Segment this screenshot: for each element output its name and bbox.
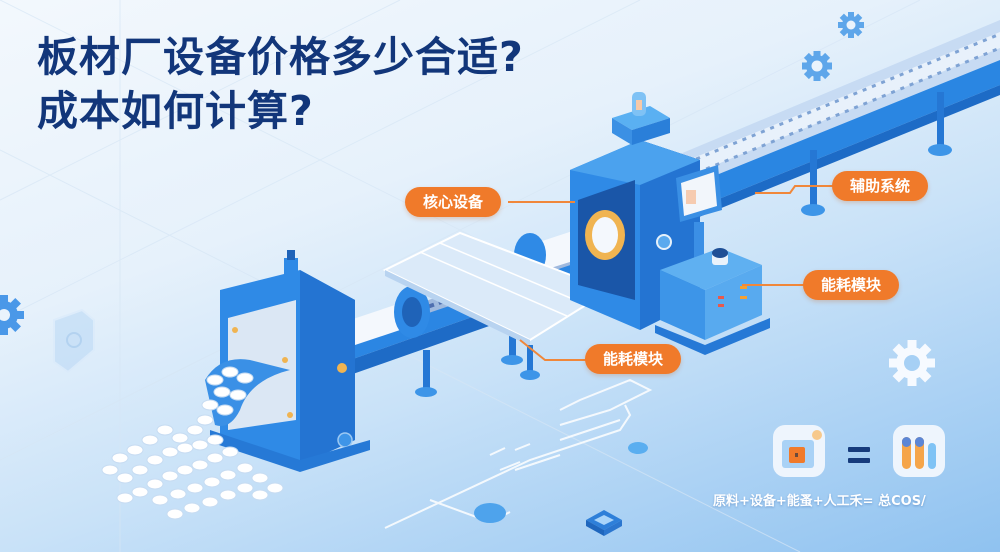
sheet-board — [382, 231, 613, 380]
floor-blueprint — [384, 378, 653, 529]
callout-leaders — [508, 185, 835, 361]
callout-energy-module-right: 能耗模块 — [803, 270, 900, 300]
callout-energy-module-bottom: 能耗模块 — [585, 344, 682, 374]
roller-left — [350, 286, 430, 345]
gear-icon — [838, 12, 864, 38]
gear-icon — [0, 295, 24, 335]
shield-icon — [53, 308, 95, 374]
control-monitor — [676, 165, 722, 258]
gear-icon — [889, 340, 935, 386]
equals-sign — [848, 447, 870, 467]
callout-core-equipment: 核心设备 — [405, 187, 502, 217]
headline: 板材厂设备价格多少合适? 成本如何计算? — [37, 30, 524, 138]
bar-chart-icon — [893, 425, 945, 477]
chip-icon — [586, 510, 622, 536]
wallet-icon — [773, 425, 825, 477]
extruder-machine — [205, 250, 370, 472]
long-conveyor — [630, 20, 1000, 245]
energy-box — [655, 248, 770, 355]
headline-line-2: 成本如何计算? — [37, 87, 314, 135]
cost-formula: 原料+设备+能蚤+人工禾= 总COS/ — [713, 494, 926, 509]
plastic-pellets — [101, 366, 284, 520]
callout-auxiliary-system: 辅助系统 — [832, 171, 929, 201]
headline-line-1: 板材厂设备价格多少合适? — [37, 33, 524, 81]
gear-icon — [802, 51, 832, 81]
floor-marker — [474, 503, 506, 523]
